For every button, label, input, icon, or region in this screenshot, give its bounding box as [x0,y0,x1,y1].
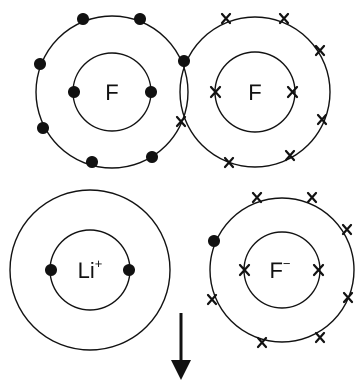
ion-symbol: F− [269,256,290,283]
electron-cross [341,223,353,236]
electron-crosses [206,191,354,349]
electron-cross [342,291,354,304]
ion-symbol: Li+ [78,256,103,283]
electron-dot [45,264,57,276]
transferred-electron-dot [208,235,220,247]
electron-cross [220,12,232,25]
ion-charge: − [283,256,291,271]
electron-crosses [175,12,328,169]
electron-cross [238,263,251,277]
electron-dot [146,151,158,163]
shared-electron-cross [175,115,187,128]
electron-cross [312,263,325,277]
electron-cross [256,336,268,349]
outer-shell [9,189,171,351]
ion-charge: + [95,256,103,271]
electron-cross [278,12,290,25]
electron-dot [77,13,89,25]
fluoride-ion: F− [206,191,355,349]
electron-cross [314,44,326,57]
electron-cross [314,331,326,344]
down-arrow-icon [171,313,191,380]
electron-cross [251,191,263,204]
electron-dot [123,264,135,276]
lithium-ion: Li+ [9,189,171,351]
electron-dot [145,86,157,98]
outer-shell [179,16,331,168]
electron-dot [37,122,49,134]
inner-electrons [68,86,157,98]
electron-cross [223,156,235,169]
electron-cross [284,149,296,162]
electron-cross [286,85,299,99]
fluorine-atom-right: F [175,12,331,169]
electron-cross [316,113,328,126]
outer-shell [209,197,355,343]
electron-cross [206,293,218,306]
atom-symbol: F [105,80,118,105]
fluorine-atom-left: F [34,13,190,169]
shared-electron-dot [178,55,190,67]
electron-cross [209,85,222,99]
electron-dot [134,13,146,25]
electron-dot [68,86,80,98]
atom-symbol: F [248,80,261,105]
outer-shell [35,15,189,169]
outer-electrons [34,13,190,168]
inner-electrons [45,264,135,276]
electron-dot [86,156,98,168]
electron-dot [34,58,46,70]
electron-cross [306,191,318,204]
